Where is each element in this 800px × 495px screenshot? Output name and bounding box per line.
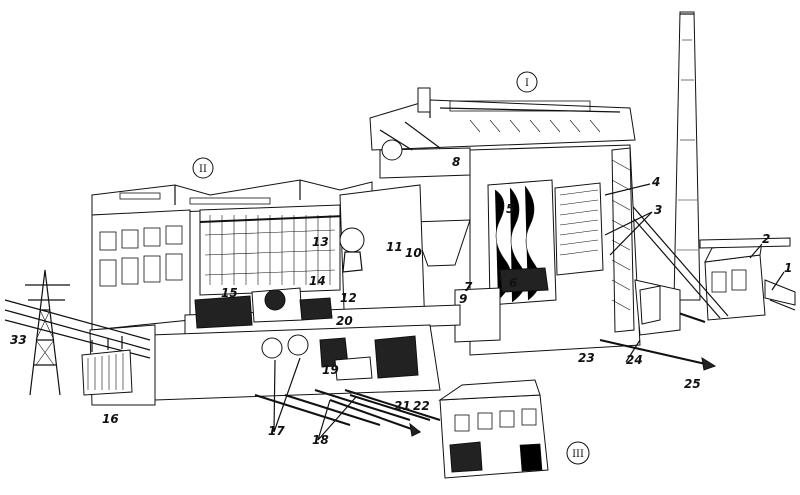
callout-3: 3 — [654, 203, 662, 217]
section-marker-ii — [192, 157, 214, 179]
callout-1: 1 — [784, 261, 792, 275]
section-label-i: I — [525, 78, 529, 89]
callout-12: 12 — [340, 291, 357, 305]
section-marker-iii — [566, 441, 590, 465]
callout-18: 18 — [312, 433, 329, 447]
section-label-ii: II — [199, 164, 207, 175]
section-markers: I II III — [192, 71, 590, 465]
callouts: 1 2 3 4 5 6 7 8 9 10 11 12 13 14 15 16 1… — [10, 155, 792, 447]
callout-14: 14 — [309, 274, 326, 288]
turbine-hall — [89, 179, 461, 426]
callout-33: 33 — [10, 333, 27, 347]
section-marker-i — [516, 71, 538, 93]
callout-25: 25 — [684, 377, 701, 391]
callout-22: 22 — [413, 399, 430, 413]
callout-6: 6 — [509, 276, 517, 290]
fuel-supply-building — [699, 237, 796, 321]
callout-17: 17 — [268, 424, 285, 438]
turbine-hall-windows — [99, 225, 183, 287]
section-label-iii: III — [572, 449, 584, 460]
callout-5: 5 — [506, 202, 514, 216]
callout-4: 4 — [651, 175, 660, 189]
pump-station — [438, 379, 549, 479]
callout-7: 7 — [464, 280, 473, 294]
callout-15: 15 — [221, 286, 238, 300]
callout-23: 23 — [578, 351, 595, 365]
callout-8: 8 — [452, 155, 460, 169]
callout-13: 13 — [312, 235, 329, 249]
transformer — [81, 336, 133, 396]
callout-21: 21 — [394, 399, 411, 413]
chimney — [673, 11, 701, 301]
callout-24: 24 — [626, 353, 643, 367]
callout-16: 16 — [102, 412, 119, 426]
boiler-house — [369, 87, 681, 356]
callout-10: 10 — [405, 246, 422, 260]
leader-lines — [273, 183, 785, 441]
callout-19: 19 — [322, 363, 339, 377]
callout-9: 9 — [459, 292, 467, 306]
callout-2: 2 — [762, 232, 770, 246]
flow-arrows — [329, 339, 717, 437]
callout-20: 20 — [336, 314, 353, 328]
callout-11: 11 — [386, 240, 403, 254]
